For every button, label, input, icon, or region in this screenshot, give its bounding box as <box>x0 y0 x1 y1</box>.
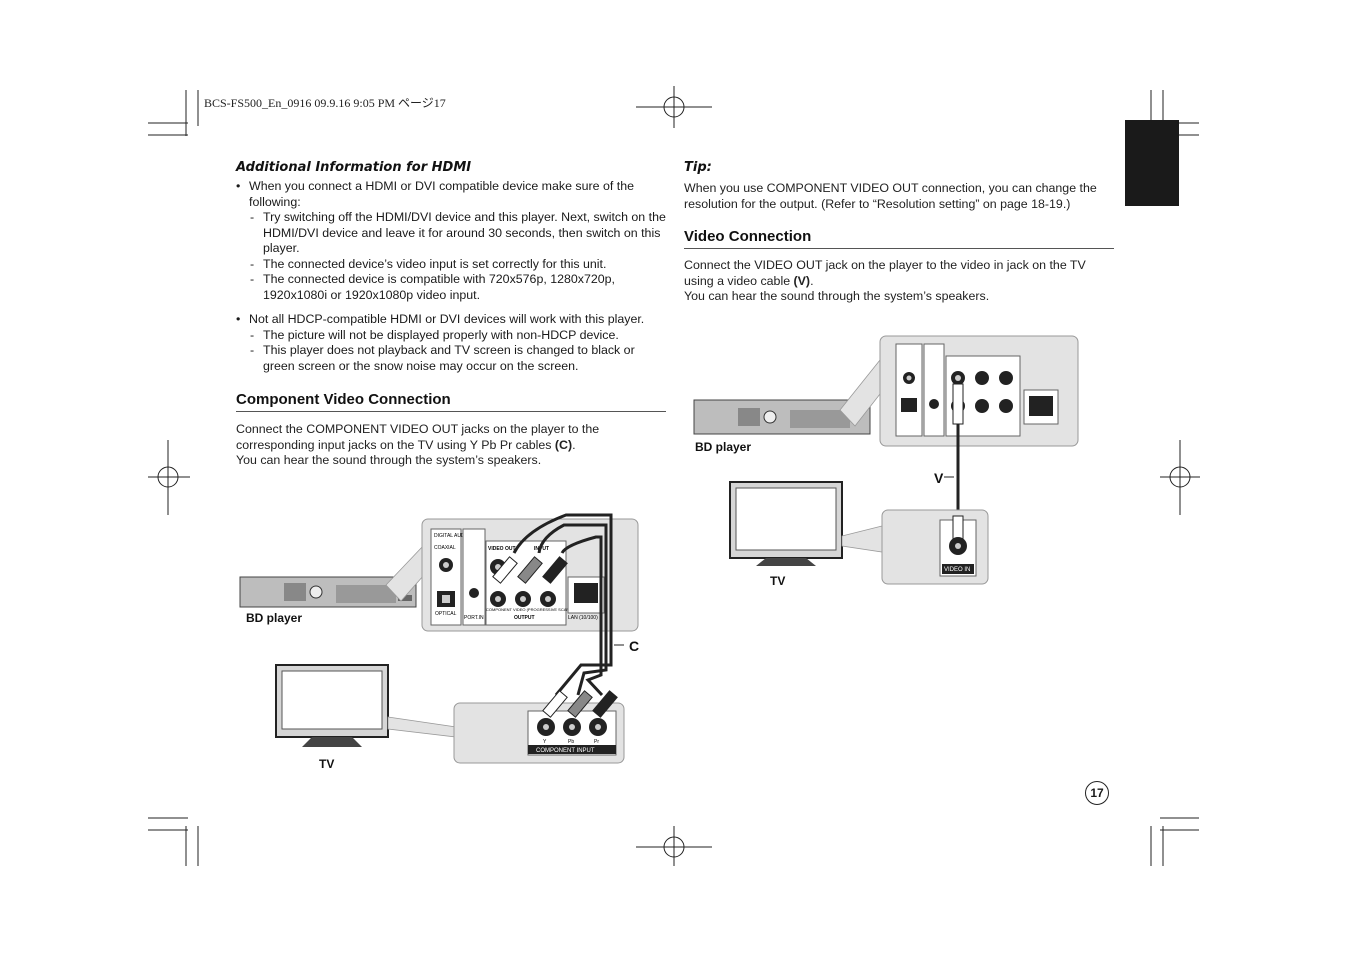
tip-text: When you use COMPONENT VIDEO OUT connect… <box>684 181 1097 211</box>
tv-input-callout: Y Pb Pr COMPONENT INPUT <box>453 702 625 764</box>
left-column: Additional Information for HDMI When you… <box>236 160 666 374</box>
chapter-tab <box>1125 120 1179 206</box>
bd-player-label: BD player <box>695 440 752 454</box>
tv-illustration <box>275 664 389 747</box>
svg-text:Pr: Pr <box>594 739 599 745</box>
video-heading: Video Connection <box>684 228 1114 249</box>
sub-item: The connected device is compatible with … <box>249 272 666 303</box>
component-connection-diagram: DIGITAL AUDIO IN COAXIAL OPTICAL PORT.IN… <box>239 513 639 764</box>
svg-text:Pb: Pb <box>568 739 574 745</box>
bullet-item: When you connect a HDMI or DVI compatibl… <box>236 179 666 303</box>
svg-text:OUTPUT: OUTPUT <box>514 615 535 621</box>
bullet-text: Not all HDCP-compatible HDMI or DVI devi… <box>249 312 645 326</box>
print-header: BCS-FS500_En_0916 09.9.16 9:05 PM ページ17 <box>204 96 446 110</box>
bullet-text: When you connect a HDMI or DVI compatibl… <box>249 179 634 209</box>
component-heading: Component Video Connection <box>236 391 666 412</box>
component-section: Component Video Connection Connect the C… <box>236 391 666 469</box>
tv-label: TV <box>770 574 786 588</box>
sub-item: This player does not playback and TV scr… <box>249 343 666 374</box>
right-column: Tip: When you use COMPONENT VIDEO OUT co… <box>684 160 1114 212</box>
svg-text:OPTICAL: OPTICAL <box>435 611 457 617</box>
hdmi-heading: Additional Information for HDMI <box>236 160 472 175</box>
bd-player-label: BD player <box>246 611 303 625</box>
hdmi-bullets: When you connect a HDMI or DVI compatibl… <box>236 179 666 374</box>
svg-text:Y: Y <box>543 739 547 745</box>
sub-item: Try switching off the HDMI/DVI device an… <box>249 210 666 257</box>
bullet-item: Not all HDCP-compatible HDMI or DVI devi… <box>236 312 666 374</box>
video-section: Video Connection Connect the VIDEO OUT j… <box>684 228 1114 305</box>
bd-player-illustration <box>239 576 417 608</box>
cable-v-label: V <box>934 470 944 486</box>
video-connection-diagram: VIDEO IN <box>693 335 1079 585</box>
sub-item: The connected device’s video input is se… <box>249 257 666 273</box>
page-number: 17 <box>1085 781 1109 805</box>
sub-item: The picture will not be displayed proper… <box>249 328 666 344</box>
svg-text:VIDEO OUT: VIDEO OUT <box>488 546 516 552</box>
svg-text:PORT.IN: PORT.IN <box>464 615 484 621</box>
component-paragraph: Connect the COMPONENT VIDEO OUT jacks on… <box>236 422 600 467</box>
svg-text:INPUT: INPUT <box>534 546 549 552</box>
svg-text:VIDEO IN: VIDEO IN <box>944 567 970 573</box>
svg-text:COMPONENT INPUT: COMPONENT INPUT <box>536 748 595 754</box>
cable-c-label: C <box>629 638 640 654</box>
svg-text:COAXIAL: COAXIAL <box>434 545 456 551</box>
tip-heading: Tip: <box>684 160 712 175</box>
bd-player-illustration <box>693 399 871 435</box>
rear-panel-callout <box>879 335 1079 447</box>
tv-input-callout: VIDEO IN <box>881 509 989 585</box>
video-paragraph: Connect the VIDEO OUT jack on the player… <box>684 258 1086 303</box>
tv-label: TV <box>319 757 335 771</box>
svg-text:LAN (10/100): LAN (10/100) <box>568 615 598 621</box>
svg-text:COMPONENT VIDEO (PROGRESSIVE S: COMPONENT VIDEO (PROGRESSIVE SCAN) <box>486 607 571 612</box>
svg-text:DIGITAL AUDIO IN: DIGITAL AUDIO IN <box>434 533 477 539</box>
tv-illustration <box>729 481 843 566</box>
